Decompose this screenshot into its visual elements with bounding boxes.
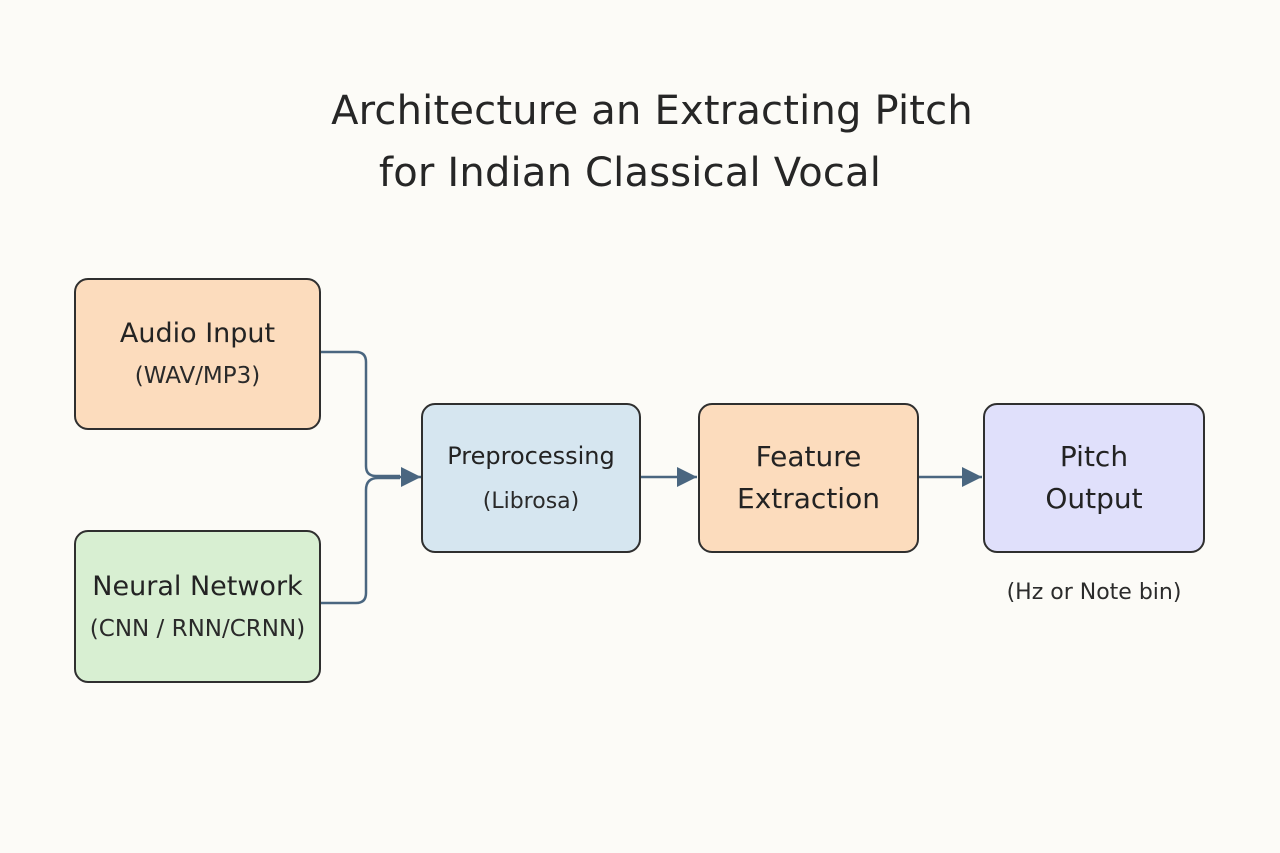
node-neural-network-label: Neural Network	[92, 570, 303, 602]
node-feature-extraction: Feature Extraction	[698, 403, 919, 553]
node-pitch-output-label: Pitch Output	[1045, 440, 1143, 515]
node-audio-input-label: Audio Input	[119, 318, 276, 349]
node-preprocessing: Preprocessing (Librosa)	[421, 403, 641, 553]
node-neural-network: Neural Network (CNN / RNN/CRNN)	[74, 530, 321, 683]
edge-neural-to-preprocessing	[321, 476, 400, 605]
node-neural-network-sublabel: (CNN / RNN/CRNN)	[89, 615, 306, 642]
diagram-title: Architecture an Extracting Pitch for Ind…	[0, 80, 1280, 204]
title-line-1: Architecture an Extracting Pitch	[331, 88, 973, 134]
node-preprocessing-label: Preprocessing	[447, 442, 615, 470]
node-feature-extraction-label: Feature Extraction	[737, 440, 880, 515]
node-audio-input: Audio Input (WAV/MP3)	[74, 278, 321, 430]
node-audio-input-sublabel: (WAV/MP3)	[134, 363, 261, 389]
pitch-output-note: (Hz or Note bin)	[1006, 580, 1182, 605]
edge-audio-to-preprocessing	[321, 350, 400, 478]
title-line-2: for Indian Classical Vocal	[378, 150, 882, 196]
node-preprocessing-sublabel: (Librosa)	[482, 489, 580, 514]
node-pitch-output: Pitch Output	[983, 403, 1205, 553]
